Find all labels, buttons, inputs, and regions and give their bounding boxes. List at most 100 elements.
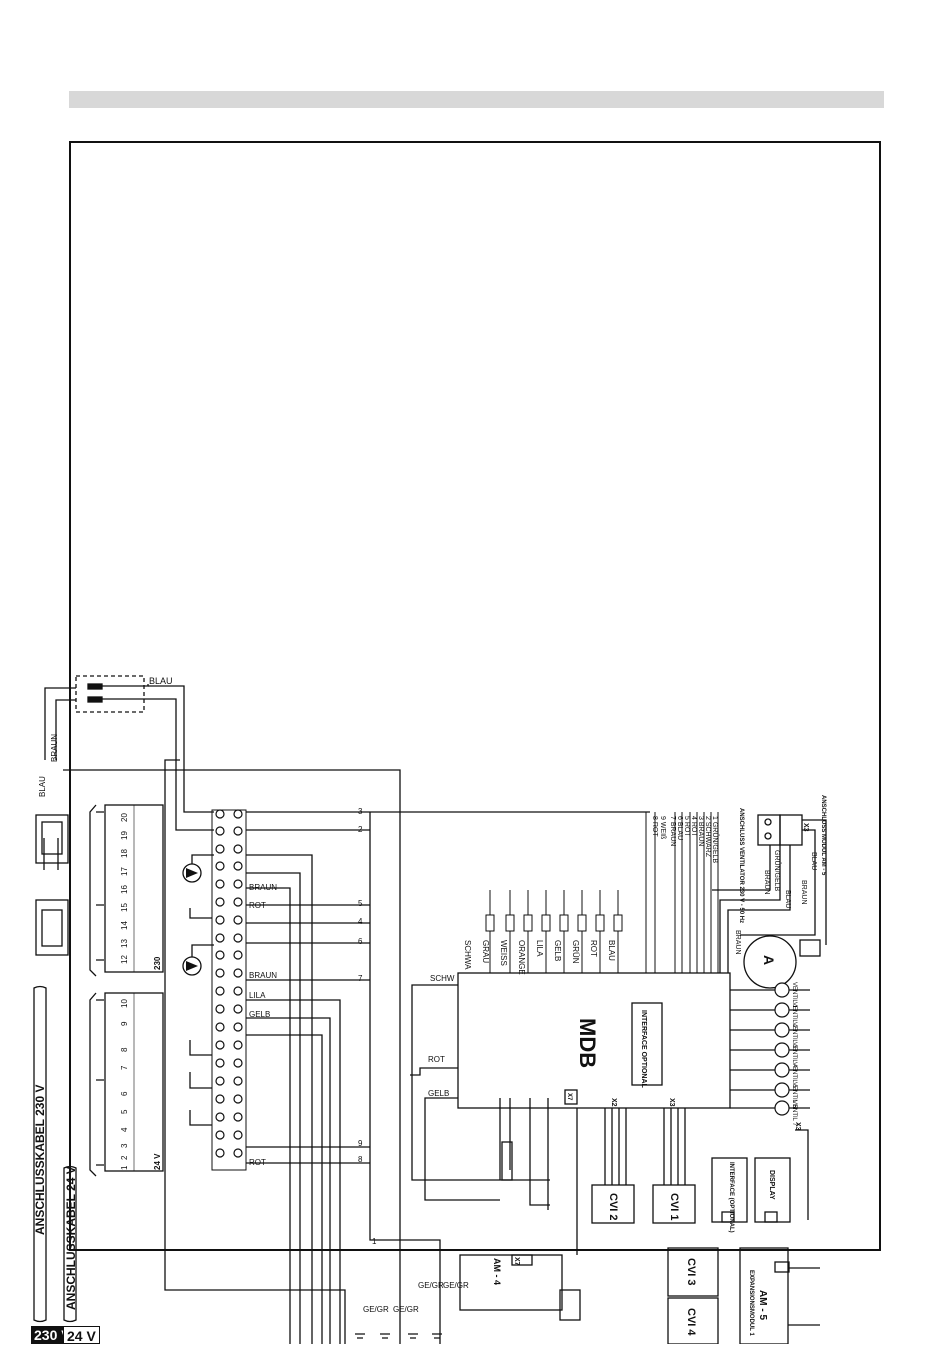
wire-gelb: GELB: [249, 1010, 270, 1019]
ventil-label: VENTIL 7: [791, 1100, 797, 1126]
strip-number: 6: [120, 1091, 129, 1096]
top-wire: 9 WEIß: [659, 816, 666, 839]
sensor-color: WEISS: [499, 940, 508, 966]
wire-gegr-3: GE/GR: [418, 1281, 444, 1290]
display-label: DISPLAY: [768, 1170, 775, 1200]
sensor-color: SCHWA: [463, 940, 472, 970]
cvi-cables: [591, 1108, 809, 1224]
strip-number: 15: [120, 903, 129, 912]
wire-braun-2: BRAUN: [249, 971, 277, 980]
strip-number: 14: [120, 921, 129, 930]
wire-number: 4: [358, 917, 363, 926]
strip-number: 16: [120, 885, 129, 894]
wire-blau-top: BLAU: [149, 676, 173, 686]
strip-number: 19: [120, 831, 129, 840]
top-wire: 6 BLAU: [676, 816, 683, 840]
wire-schw: SCHW: [430, 974, 455, 983]
strip-number: 18: [120, 849, 129, 858]
strip-number: 4: [120, 1127, 129, 1132]
strip-label-24: 24 V: [153, 1153, 162, 1170]
cvi1-label: CVI 1: [668, 1193, 680, 1221]
terminal-block: [211, 809, 247, 1171]
ventil-label: VENTIL 4: [791, 1042, 797, 1068]
sensor-color: ROT: [589, 940, 598, 957]
wire-number: 7: [358, 974, 363, 983]
pumps: [182, 854, 214, 976]
ventil-circles: [774, 982, 790, 1116]
top-wire: 3 BRAUN: [697, 816, 704, 846]
mdb-x7: X7: [566, 1093, 572, 1101]
mdb-block: [370, 811, 731, 1201]
diagram-frame: [69, 141, 881, 1251]
wire-number: 9: [358, 1139, 363, 1148]
wire-gegr-2: GE/GR: [393, 1305, 419, 1314]
strip-label-230: 230: [153, 956, 162, 970]
pump-a-label: A: [761, 955, 777, 965]
top-wire: 7 BRAUN: [669, 816, 676, 846]
sensor-resistors: [485, 914, 623, 932]
top-wire: 8 ROT: [651, 816, 658, 837]
strip-number: 17: [120, 867, 129, 876]
box-x7: X7: [513, 1257, 520, 1266]
terminal-screws: [215, 809, 243, 1158]
wire-number: 8: [358, 1155, 363, 1164]
wire-number: 5: [358, 899, 363, 908]
left-sensors: [189, 908, 212, 1126]
am5-label: AM - 5: [757, 1290, 768, 1320]
top-wire: 4 ROT: [690, 816, 697, 837]
strip-number: 10: [120, 999, 129, 1008]
wire-blau-left: BLAU: [38, 776, 47, 797]
fan-color: BRAUN: [734, 930, 741, 955]
plug-connectors: [35, 814, 69, 956]
sensor-color: BLAU: [607, 940, 616, 961]
strip-number: 2: [120, 1155, 129, 1160]
bottom-boxes: [459, 1108, 820, 1344]
mdb-x2: X2: [610, 1098, 617, 1107]
wire-number: 6: [358, 937, 363, 946]
am4-label: AM - 4: [492, 1258, 502, 1285]
cvi3-label: CVI 3: [685, 1258, 697, 1286]
mdb-x3: X3: [668, 1098, 675, 1107]
ventil-label: VENTIL 6: [791, 1082, 797, 1108]
mdb-interface: INTERFACE OPTIONAL: [640, 1010, 647, 1089]
ground-symbols: [355, 1333, 442, 1339]
ventil-label: VENTIL 5: [791, 1062, 797, 1088]
wire-braun-1: BRAUN: [249, 883, 277, 892]
wire-number: 1: [372, 1237, 377, 1246]
wire-gegr-1: GE/GR: [363, 1305, 389, 1314]
top-wire: 1 GRÜN/GELB: [711, 816, 719, 863]
cvi4-label: CVI 4: [685, 1308, 697, 1336]
box-x3: X3: [794, 1122, 801, 1131]
ventil-column: [730, 935, 821, 1109]
wire-rot-mid: ROT: [428, 1055, 445, 1064]
cable-230-label: ANSCHLUSSKABEL 230 V: [33, 1085, 47, 1235]
strip-number: 3: [120, 1143, 129, 1148]
strip-number: 8: [120, 1047, 129, 1052]
interface-label: INTERFACE (OPTIONAL): [728, 1162, 734, 1233]
badge-24v: 24 V: [63, 1326, 100, 1344]
fan-color: BLAU: [784, 890, 791, 908]
wire-gegr-4: GE/GR: [443, 1281, 469, 1290]
fan-connector: [712, 814, 827, 973]
am5-sub: EXPANSIONSMODUL 1: [748, 1270, 754, 1336]
ventil-label: VENTIL 3: [791, 1022, 797, 1048]
pump-arrows: [186, 868, 198, 971]
am5-top-title: ANSCHLUSS MODUL AM - 5: [820, 795, 826, 876]
x4-sensors: [499, 1098, 550, 1210]
fan-color: GRÜN/GELB: [773, 850, 781, 892]
power-cables: [33, 687, 77, 1323]
sensor-color: GRAU: [481, 940, 490, 963]
mdb-title: MDB: [575, 1018, 600, 1068]
wire-number: 2: [358, 825, 363, 834]
wire-lila: LILA: [249, 991, 266, 1000]
wire-number: 3: [358, 807, 363, 816]
strip-number: 7: [120, 1065, 129, 1070]
am5-top-color: BLAU: [810, 852, 817, 870]
cvi2-label: CVI 2: [607, 1193, 619, 1221]
strip-number: 9: [120, 1021, 129, 1026]
ventil-label: VENTIL 1: [791, 982, 797, 1008]
cable-24-label: ANSCHLUSSKABEL 24 V: [64, 1166, 78, 1310]
fan-title: ANSCHLUSS VENTILATOR 230 V - 50 Hz: [738, 808, 744, 923]
strip-number: 13: [120, 939, 129, 948]
